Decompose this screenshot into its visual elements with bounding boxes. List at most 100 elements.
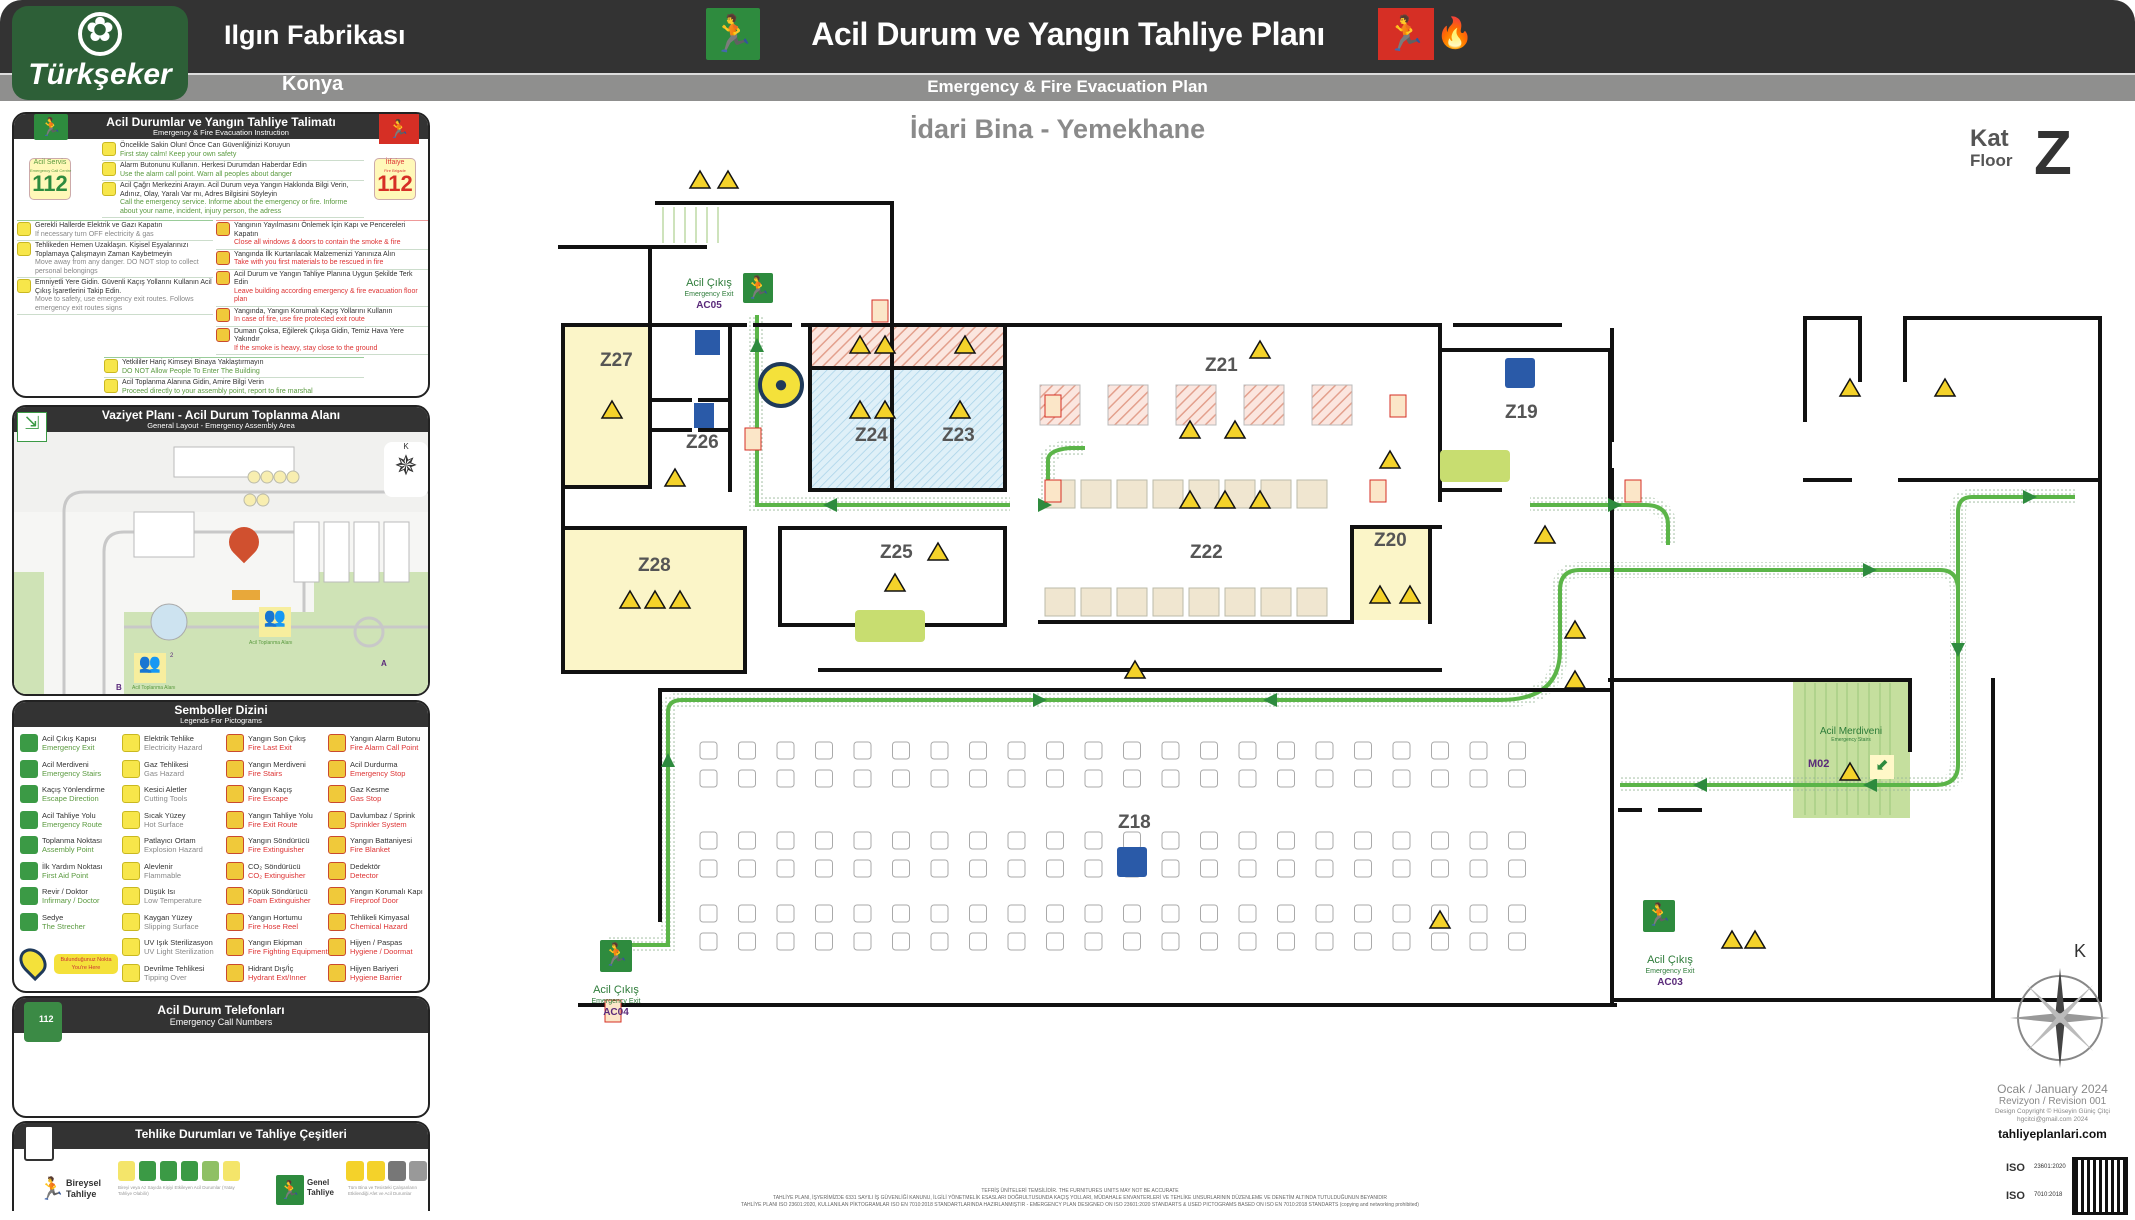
warning-sign-icon: [1378, 449, 1402, 469]
legend-tr: Sedye: [42, 912, 64, 922]
dining-table: [699, 769, 718, 788]
legend-tr: Gaz Tehlikesi: [144, 759, 189, 769]
dining-table: [1392, 769, 1411, 788]
dining-table: [1200, 769, 1218, 788]
dining-table: [738, 859, 756, 878]
legend-tr: Acil Tahliye Yolu: [42, 810, 96, 820]
instruction-en: Move away from any danger. DO NOT stop t…: [35, 259, 199, 275]
legend-en: First Aid Point: [42, 870, 89, 880]
dining-table: [815, 769, 833, 788]
info-block: Ocak / January 2024 Revizyon / Revision …: [1975, 1082, 2130, 1141]
disaster-type-icon: [409, 1161, 427, 1181]
fire-extinguisher-icon: [744, 427, 762, 451]
instruction-icon: [17, 242, 31, 256]
workstation: [1260, 587, 1292, 617]
dining-table: [1277, 741, 1295, 760]
dining-table: [1392, 932, 1411, 951]
iso-logo-2: ISO: [2006, 1190, 2025, 1202]
instruction-en: In case of fire, use fire protected exit…: [234, 316, 365, 323]
stairs-label-en: Emergency Stairs: [1831, 737, 1871, 743]
legend-en: Fire Exit Route: [248, 819, 298, 829]
legend-en: Hydrant Ext/Inner: [248, 972, 307, 982]
instruction-item: Acil Çağrı Merkezini Arayın. Acil Durum …: [102, 181, 364, 218]
qr-code-icon: [2072, 1157, 2128, 1215]
legend-en: Fire Last Exit: [248, 743, 292, 752]
facility-name: Ilgın Fabrikası: [224, 20, 406, 50]
instruction-icon: [216, 327, 230, 342]
legend-pictogram-icon: [328, 759, 346, 778]
workstation: [1188, 587, 1220, 617]
instruction-en: Leave building according emergency & fir…: [234, 287, 418, 304]
instruction-item: Yetkililer Hariç Kimseyi Binaya Yaklaştı…: [104, 358, 364, 378]
legend-pictogram-icon: [20, 810, 38, 829]
legend-pictogram-icon: [328, 887, 346, 905]
instruction-en: Call the emergency service. Informe abou…: [120, 199, 348, 215]
exit-ac05-icon: 🏃: [743, 273, 773, 303]
dining-icon: [1117, 847, 1147, 877]
brand-name: Türkşeker: [28, 58, 172, 91]
legend-tr: Toplanma Noktası: [42, 836, 103, 845]
legend-tr: Yangın Alarm Butonu: [350, 734, 421, 743]
walls: [558, 201, 2102, 1007]
building-title: İdari Bina - Yemekhane: [910, 114, 1206, 144]
warning-sign-icon: [1838, 761, 1862, 781]
dining-table: [1084, 904, 1103, 923]
room-label: Z28: [638, 555, 671, 576]
escape-direction-arrow-icon: [1033, 693, 1047, 707]
dining-table: [1161, 904, 1180, 923]
instruction-text: Alarm Butonunu Kullanın. Herkesi Durumda…: [120, 162, 307, 179]
instruction-icon: [102, 142, 116, 156]
floor-plan-icon: [24, 1125, 54, 1161]
escape-direction-arrow-icon: [1863, 778, 1877, 792]
hygiene-barrier-icon: [855, 610, 925, 642]
legend-en: Fire Extinguisher: [248, 845, 305, 854]
legend-pictogram-icon: [226, 734, 244, 752]
floor-code: Z: [2034, 119, 2072, 188]
warning-sign-icon: [1248, 489, 1272, 509]
dining-table: [1315, 932, 1334, 951]
instruction-item: Öncelikle Sakin Olun! Önce Can Güvenliği…: [102, 141, 364, 161]
instruction-item: Gerekli Hallerde Elektrik ve Gazı Kapatı…: [17, 221, 213, 241]
instruction-en: Proceed directly to your assembly point,…: [122, 387, 313, 395]
dining-table: [738, 932, 756, 951]
exit-ac05-tr: Acil Çıkış: [686, 277, 732, 289]
dining-table: [1469, 769, 1488, 788]
instruction-tr: Tehlikeden Hemen Uzaklaşın. Kişisel Eşya…: [35, 242, 189, 258]
legend-pictogram-icon: [122, 861, 140, 880]
instruction-text: Öncelikle Sakin Olun! Önce Can Güvenliği…: [120, 142, 290, 159]
dining-table: [1084, 831, 1103, 850]
workstation: [1116, 587, 1148, 617]
instruction-item: Yangında İlk Kurtarılacak Malzemenizi Ya…: [216, 250, 428, 270]
instruction-icon: [216, 270, 230, 285]
footer-notes: TEFRİŞ ÜNİTELERİ TEMSİLİDİR. THE FURNITU…: [600, 1188, 1560, 1209]
legend-tr: Sıcak Yüzey: [144, 810, 186, 820]
legend-en: CO₂ Extinguisher: [248, 870, 306, 880]
escape-direction-arrow-icon: [1263, 693, 1277, 707]
fire-extinguisher-icon: [1624, 479, 1642, 503]
website-link[interactable]: tahliyeplanlari.com: [1998, 1127, 2107, 1141]
dining-table: [892, 831, 910, 850]
legend-pictogram-icon: [20, 759, 38, 778]
legend-en: Emergency Stop: [350, 768, 406, 778]
dining-table: [969, 904, 987, 923]
dining-table: [1161, 831, 1180, 850]
emergency-phones-panel: Acil Durum Telefonları Emergency Call Nu…: [12, 996, 430, 1118]
dining-table: [1046, 904, 1064, 923]
instruction-tr: Acil Çağrı Merkezini Arayın. Acil Durum …: [120, 182, 349, 198]
